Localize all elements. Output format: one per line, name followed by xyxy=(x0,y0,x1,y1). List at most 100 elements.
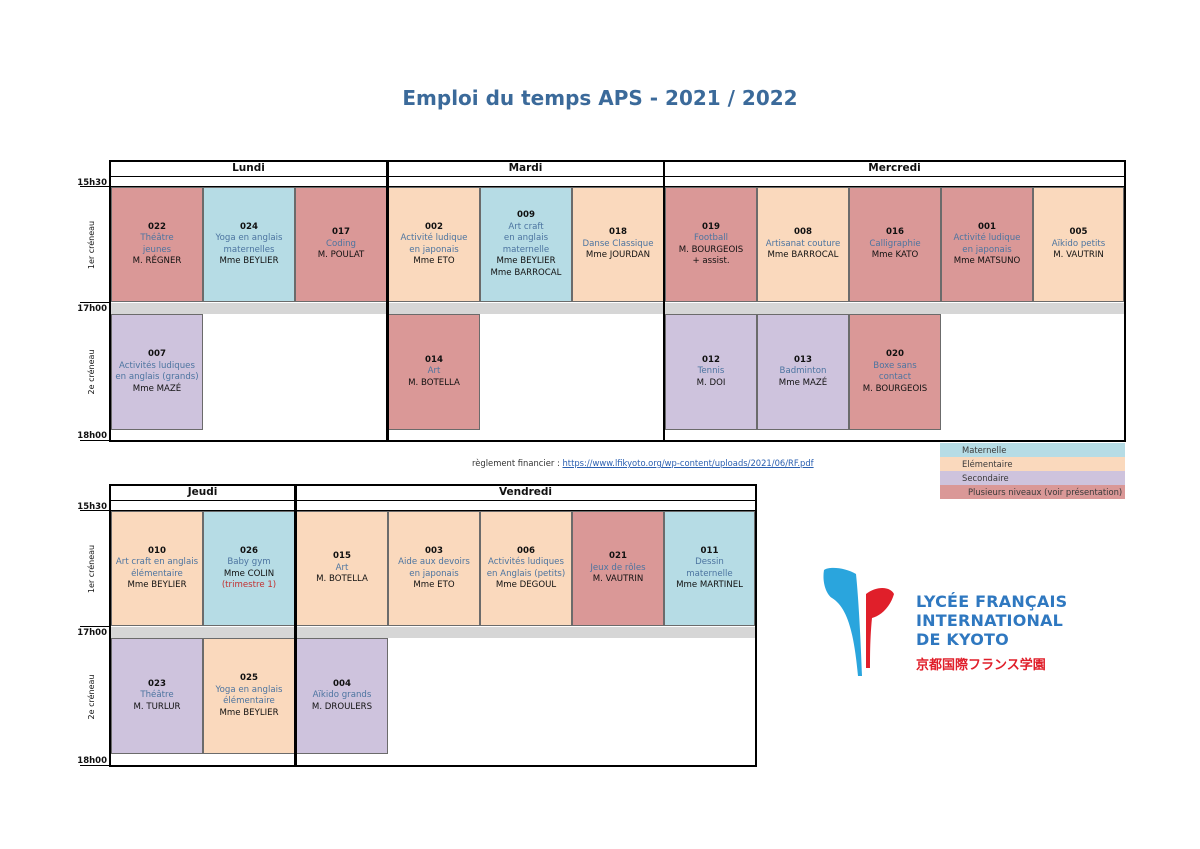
activity-name: en japonais xyxy=(409,568,459,579)
activity-teacher: Mme COLIN xyxy=(223,568,275,579)
break-bar xyxy=(110,303,1125,314)
activity-name: Art craft xyxy=(508,221,544,232)
day-header-lundi: Lundi xyxy=(110,161,387,177)
logo-japanese: 京都国際フランス学園 xyxy=(916,658,1046,673)
activity-name: Théâtre xyxy=(140,690,174,701)
activity-teacher: Mme MATSUNO xyxy=(953,256,1021,266)
activity-teacher: Mme DEGOUL xyxy=(495,580,557,590)
activity-name: maternelles xyxy=(223,244,275,255)
activity-teacher: M. DROULERS xyxy=(311,701,373,712)
activity-name: Yoga en anglais xyxy=(215,684,283,695)
activity-teacher: Mme ETO xyxy=(413,256,455,266)
time-end-bottom: 18h00 xyxy=(77,756,107,766)
time-start: 15h30 xyxy=(77,178,107,188)
activity-name: Aïkido grands xyxy=(312,690,372,701)
legend-elementaire: Elémentaire xyxy=(940,457,1125,471)
activity-name: en anglais (grands) xyxy=(115,372,199,382)
activity-teacher: Mme MAZÉ xyxy=(778,377,828,388)
activity-number: 026 xyxy=(240,545,258,556)
activity-teacher: Mme BEYLIER xyxy=(127,580,187,590)
activity-name: en japonais xyxy=(962,244,1012,255)
logo-line1: LYCÉE FRANÇAIS xyxy=(916,592,1068,611)
legend-secondaire: Secondaire xyxy=(940,471,1125,485)
line-start xyxy=(80,186,1125,187)
activity-name: Artisanat couture xyxy=(765,238,841,249)
activity-teacher: + assist. xyxy=(692,256,730,266)
activity-number: 014 xyxy=(425,354,443,365)
activity-number: 001 xyxy=(978,221,996,232)
time-start-bottom: 15h30 xyxy=(77,502,107,512)
activity-number: 003 xyxy=(425,545,443,556)
activity-number: 017 xyxy=(332,227,350,238)
activity-teacher: M. VAUTRIN xyxy=(592,574,644,585)
reglement-link[interactable]: https://www.lfikyoto.org/wp-content/uplo… xyxy=(562,458,814,468)
activity-number: 010 xyxy=(148,545,166,556)
activity-name: Théâtre xyxy=(140,233,174,243)
activity-teacher: Mme MAZÉ xyxy=(132,383,182,394)
activity-teacher: Mme MARTINEL xyxy=(676,580,743,590)
slot-label-second: 2e créneau xyxy=(87,349,96,395)
activity-number: 005 xyxy=(1069,227,1088,238)
activity-number: 015 xyxy=(333,551,351,562)
activity-teacher: M. BOTELLA xyxy=(316,574,368,585)
activity-name: en Anglais (petits) xyxy=(486,568,566,579)
time-end: 18h00 xyxy=(77,431,107,441)
activity-number: 023 xyxy=(148,678,166,689)
page-title: Emploi du temps APS - 2021 / 2022 xyxy=(402,86,798,110)
activity-teacher: M. VAUTRIN xyxy=(1053,250,1104,261)
time-mid: 17h00 xyxy=(77,304,107,314)
activity-name: Tennis xyxy=(697,366,725,377)
activity-teacher: M. DOI xyxy=(696,377,726,388)
activity-name: en japonais xyxy=(409,244,459,255)
day-header-vendredi: Vendredi xyxy=(295,485,756,501)
activity-teacher: M. RÉGNER xyxy=(132,256,182,266)
activity-teacher: M. BOTELLA xyxy=(408,377,460,388)
activity-note: (trimestre 1) xyxy=(221,580,277,590)
logo-line3: DE KYOTO xyxy=(916,630,1009,649)
activity-name: élémentaire xyxy=(131,568,183,579)
slot-label-first-bottom: 1er créneau xyxy=(87,544,96,594)
activity-teacher: Mme BEYLIER xyxy=(219,707,279,718)
activity-teacher: M. BOURGEOIS xyxy=(862,383,928,394)
activity-name: en anglais xyxy=(503,233,549,243)
activity-number: 012 xyxy=(702,354,720,365)
legend-plusieurs: Plusieurs niveaux (voir présentation) xyxy=(940,485,1125,499)
activity-number: 006 xyxy=(517,545,535,556)
line-end-bottom xyxy=(80,765,110,766)
activity-name: Badminton xyxy=(779,366,827,377)
line-end xyxy=(80,440,110,441)
activity-name: Baby gym xyxy=(227,557,271,567)
day-header-mercredi: Mercredi xyxy=(664,161,1125,177)
activity-teacher: Mme ETO xyxy=(413,580,455,590)
activity-teacher: Mme JOURDAN xyxy=(585,250,651,261)
activity-teacher: Mme BEYLIER xyxy=(496,256,556,266)
activity-teacher: M. BOURGEOIS xyxy=(678,244,744,255)
activity-name: Danse Classique xyxy=(582,238,654,249)
